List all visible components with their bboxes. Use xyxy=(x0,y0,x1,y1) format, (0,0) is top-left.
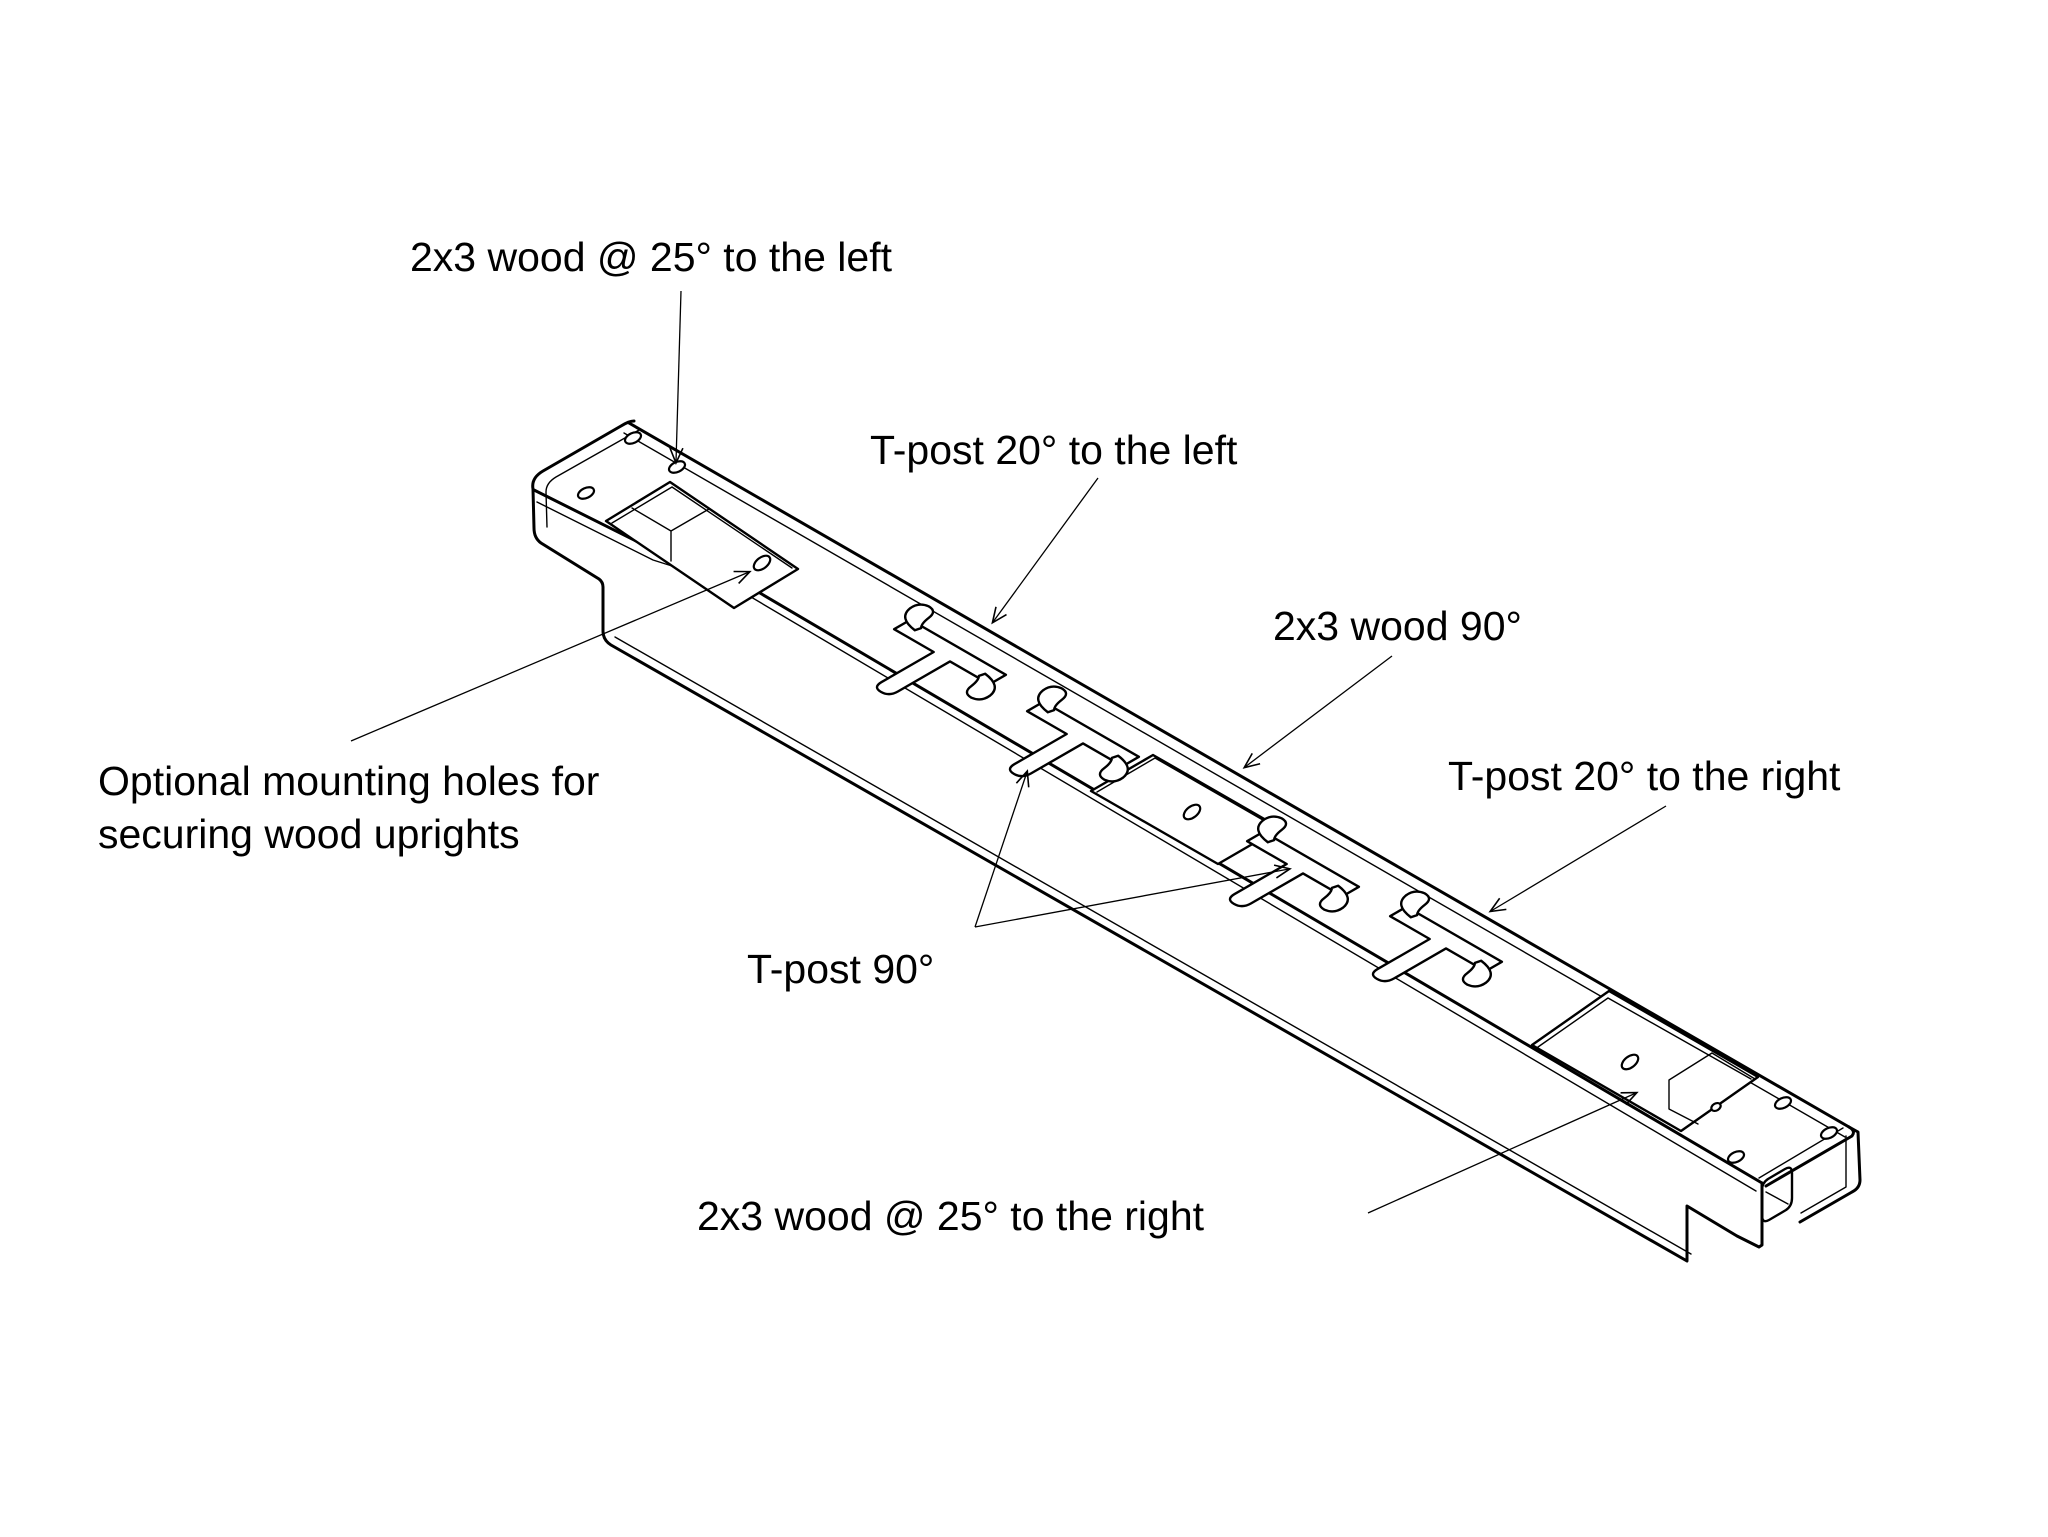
wood-cutout-25-right xyxy=(1530,989,1760,1133)
step-flap-25-left xyxy=(631,507,710,562)
leader-wood-25-left xyxy=(676,290,681,462)
right-leg xyxy=(1798,1125,1862,1224)
label-tpost-20-right: T-post 20° to the right xyxy=(1448,753,1841,799)
left-end-and-front-silhouette xyxy=(531,419,1764,1263)
leader-tpost-90-b xyxy=(974,869,1289,928)
left-end-echo xyxy=(545,429,640,528)
right-end-edge xyxy=(1764,1125,1855,1188)
tpost-cutout-20-left xyxy=(823,602,1037,725)
tpost-cutout-90-b xyxy=(1176,814,1390,937)
upright-screw-hole-middle xyxy=(1182,803,1202,821)
label-optional-holes-line1: Optional mounting holes for xyxy=(98,758,599,804)
label-tpost-90: T-post 90° xyxy=(747,946,934,992)
tpost-cutout-20-right xyxy=(1319,889,1533,1012)
wood-cutout-25-left xyxy=(604,480,800,610)
leader-lines xyxy=(350,290,1667,1214)
leader-tpost-20-right xyxy=(1491,805,1667,911)
label-wood-90: 2x3 wood 90° xyxy=(1273,603,1522,649)
tube-profile xyxy=(1760,1166,1794,1223)
leader-wood-25-right xyxy=(1367,1093,1636,1214)
upright-screw-hole-left xyxy=(752,554,772,572)
right-leg-inner xyxy=(1800,1135,1847,1214)
step-flap-25-right xyxy=(1668,1052,1756,1125)
leader-tpost-90-a xyxy=(974,772,1027,928)
label-wood-25-right: 2x3 wood @ 25° to the right xyxy=(697,1193,1205,1239)
flap-edge-hole xyxy=(1710,1101,1722,1113)
label-tpost-20-left: T-post 20° to the left xyxy=(870,427,1238,473)
upright-screw-hole-right xyxy=(1620,1053,1640,1071)
leader-tpost-20-left xyxy=(993,477,1099,622)
label-wood-25-left: 2x3 wood @ 25° to the left xyxy=(410,234,893,280)
tube-inner-edge xyxy=(1765,1191,1789,1205)
fold-bend-line xyxy=(536,501,1757,1192)
leader-wood-90 xyxy=(1245,655,1393,767)
bottom-edge-bend-line xyxy=(614,636,1692,1255)
tpost-cutout-90-a xyxy=(956,684,1170,807)
label-optional-holes-line2: securing wood uprights xyxy=(98,811,520,857)
leader-optional-holes xyxy=(350,572,749,742)
left-end-mounting-holes xyxy=(576,431,687,500)
labels: 2x3 wood @ 25° to the left T-post 20° to… xyxy=(98,234,1841,1239)
right-end-mounting-holes xyxy=(1726,1096,1839,1164)
back-edge xyxy=(627,421,1851,1129)
